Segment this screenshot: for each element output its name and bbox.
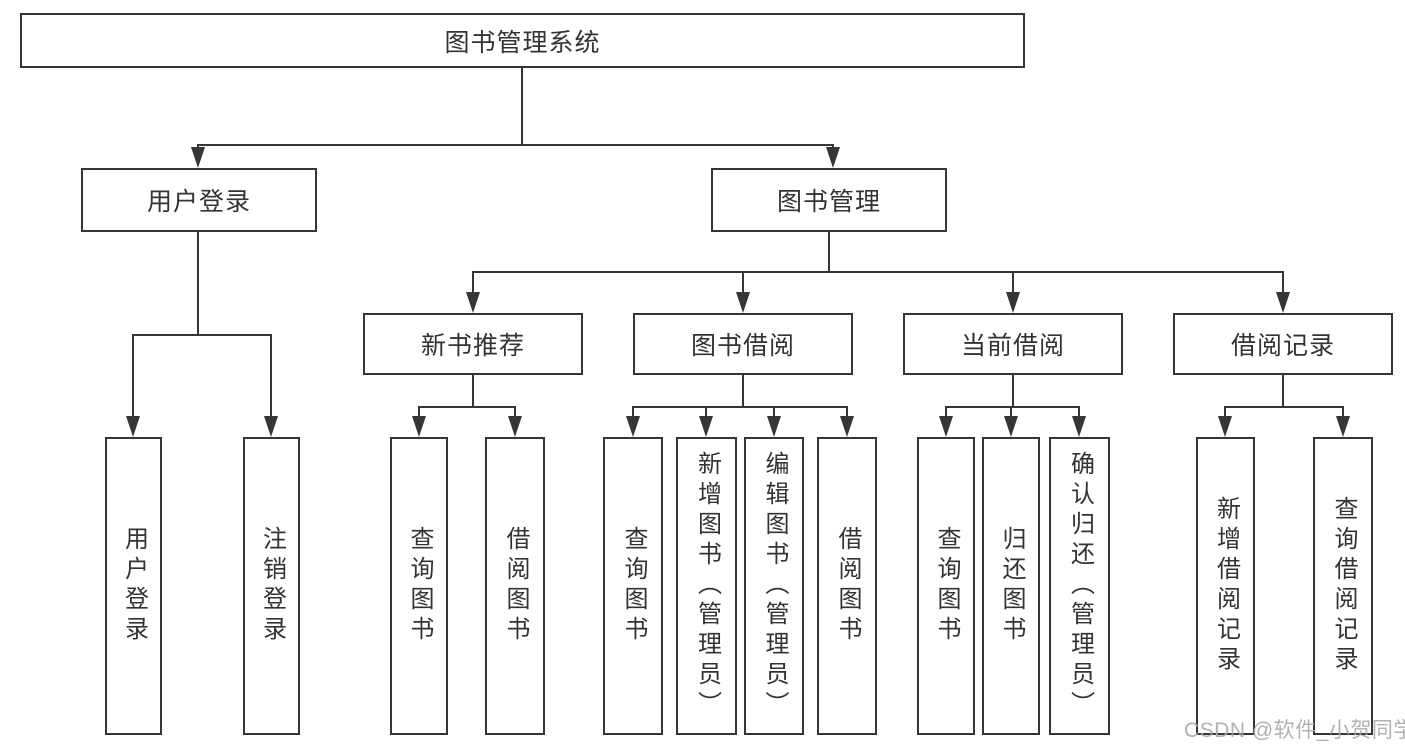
node-current-borrowing-label: 当前借阅 [960,332,1065,360]
node-book-borrowing-label: 图书借阅 [690,332,795,360]
connector-bookmgmt-drop-3 [1012,271,1014,295]
connector-newbook-rail [418,406,516,408]
node-user-login-label: 用户登录 [146,188,251,216]
connector-records-drop-2 [1342,406,1344,418]
connector-borrow-rail [632,406,848,408]
arrowhead-newbook-query [412,416,426,437]
arrowhead-current-borrowing [1006,292,1020,313]
connector-bookmgmt-rail [472,271,1284,273]
leaf-query-books-newbook: 查询图书 [390,437,448,735]
arrowhead-borrow-edit [767,416,781,437]
arrowhead-current-query [939,416,953,437]
arrowhead-borrow-add [699,416,713,437]
arrowhead-new-book-recommendation [466,292,480,313]
leaf-user-login: 用户登录 [105,437,162,735]
connector-current-drop-1 [945,406,947,418]
connector-records-stem [1282,375,1284,408]
leaf-query-books-current: 查询图书 [917,437,975,735]
connector-bookmgmt-drop-2 [742,271,744,295]
leaf-query-books-borrow-label: 查询图书 [620,526,647,646]
connector-current-stem [1012,375,1014,408]
leaf-query-books-borrow: 查询图书 [603,437,663,735]
connector-userlogin-drop-1 [132,334,134,418]
arrowhead-leaf-logout [264,416,278,437]
arrowhead-borrowing-records [1276,292,1290,313]
leaf-logout-label: 注销登录 [258,526,286,646]
node-borrowing-records: 借阅记录 [1173,313,1393,375]
csdn-watermark: CSDN @软件_小贺同学 [1184,719,1405,742]
arrowhead-current-return [1004,416,1018,437]
connector-current-drop-3 [1078,406,1080,418]
node-book-management: 图书管理 [711,168,947,232]
connector-userlogin-rail [132,334,272,336]
leaf-user-login-label: 用户登录 [120,526,148,646]
node-root-label: 图书管理系统 [444,28,601,57]
leaf-add-borrow-record: 新增借阅记录 [1196,437,1255,735]
node-user-login: 用户登录 [81,168,317,232]
connector-records-drop-1 [1224,406,1226,418]
arrowhead-book-management [826,147,840,168]
node-borrowing-records-label: 借阅记录 [1230,332,1335,360]
arrowhead-current-confirm [1072,416,1086,437]
arrowhead-book-borrowing [736,292,750,313]
node-current-borrowing: 当前借阅 [903,313,1123,375]
connector-newbook-drop-1 [418,406,420,418]
leaf-borrow-books-borrow-label: 借阅图书 [834,526,861,646]
connector-bookmgmt-drop-4 [1282,271,1284,295]
node-book-borrowing: 图书借阅 [633,313,853,375]
leaf-add-books-admin-label: 新增图书（管理员） [693,451,721,721]
arrowhead-user-login [191,147,205,168]
connector-borrow-drop-1 [632,406,634,418]
leaf-edit-books-admin-label: 编辑图书（管理员） [761,451,788,721]
connector-borrow-drop-2 [705,406,707,418]
connector-bookmgmt-drop-1 [472,271,474,295]
arrowhead-records-query [1336,416,1350,437]
leaf-return-books-label: 归还图书 [998,526,1025,646]
arrowhead-borrow-query [626,416,640,437]
connector-current-drop-2 [1010,406,1012,418]
connector-borrow-drop-4 [846,406,848,418]
leaf-add-borrow-record-label: 新增借阅记录 [1212,496,1240,676]
connector-borrow-drop-3 [773,406,775,418]
leaf-logout: 注销登录 [243,437,300,735]
node-new-book-recommendation: 新书推荐 [363,313,583,375]
leaf-borrow-books-newbook: 借阅图书 [485,437,545,735]
leaf-borrow-books-newbook-label: 借阅图书 [502,526,529,646]
connector-borrow-stem [742,375,744,408]
leaf-confirm-return-admin: 确认归还（管理员） [1049,437,1110,735]
connector-current-rail [945,406,1080,408]
connector-newbook-drop-2 [514,406,516,418]
connector-root-stem [521,68,523,146]
connector-userlogin-drop-2 [270,334,272,418]
leaf-borrow-books-borrow: 借阅图书 [817,437,877,735]
leaf-confirm-return-admin-label: 确认归还（管理员） [1066,451,1094,721]
node-book-management-label: 图书管理 [776,188,881,216]
leaf-query-books-current-label: 查询图书 [933,526,960,646]
leaf-return-books: 归还图书 [982,437,1040,735]
leaf-query-borrow-record: 查询借阅记录 [1313,437,1373,735]
arrowhead-leaf-user-login [126,416,140,437]
leaf-edit-books-admin: 编辑图书（管理员） [744,437,804,735]
leaf-add-books-admin: 新增图书（管理员） [676,437,737,735]
connector-bookmgmt-stem [828,232,830,273]
leaf-query-borrow-record-label: 查询借阅记录 [1330,496,1357,676]
connector-userlogin-stem [197,232,199,336]
arrowhead-newbook-borrow [508,416,522,437]
leaf-query-books-newbook-label: 查询图书 [406,526,433,646]
node-new-book-recommendation-label: 新书推荐 [420,332,525,360]
connector-root-rail [197,144,834,146]
arrowhead-records-add [1218,416,1232,437]
connector-newbook-stem [472,375,474,408]
connector-records-rail [1224,406,1344,408]
node-root-library-management-system: 图书管理系统 [20,13,1025,68]
arrowhead-borrow-borrow [840,416,854,437]
